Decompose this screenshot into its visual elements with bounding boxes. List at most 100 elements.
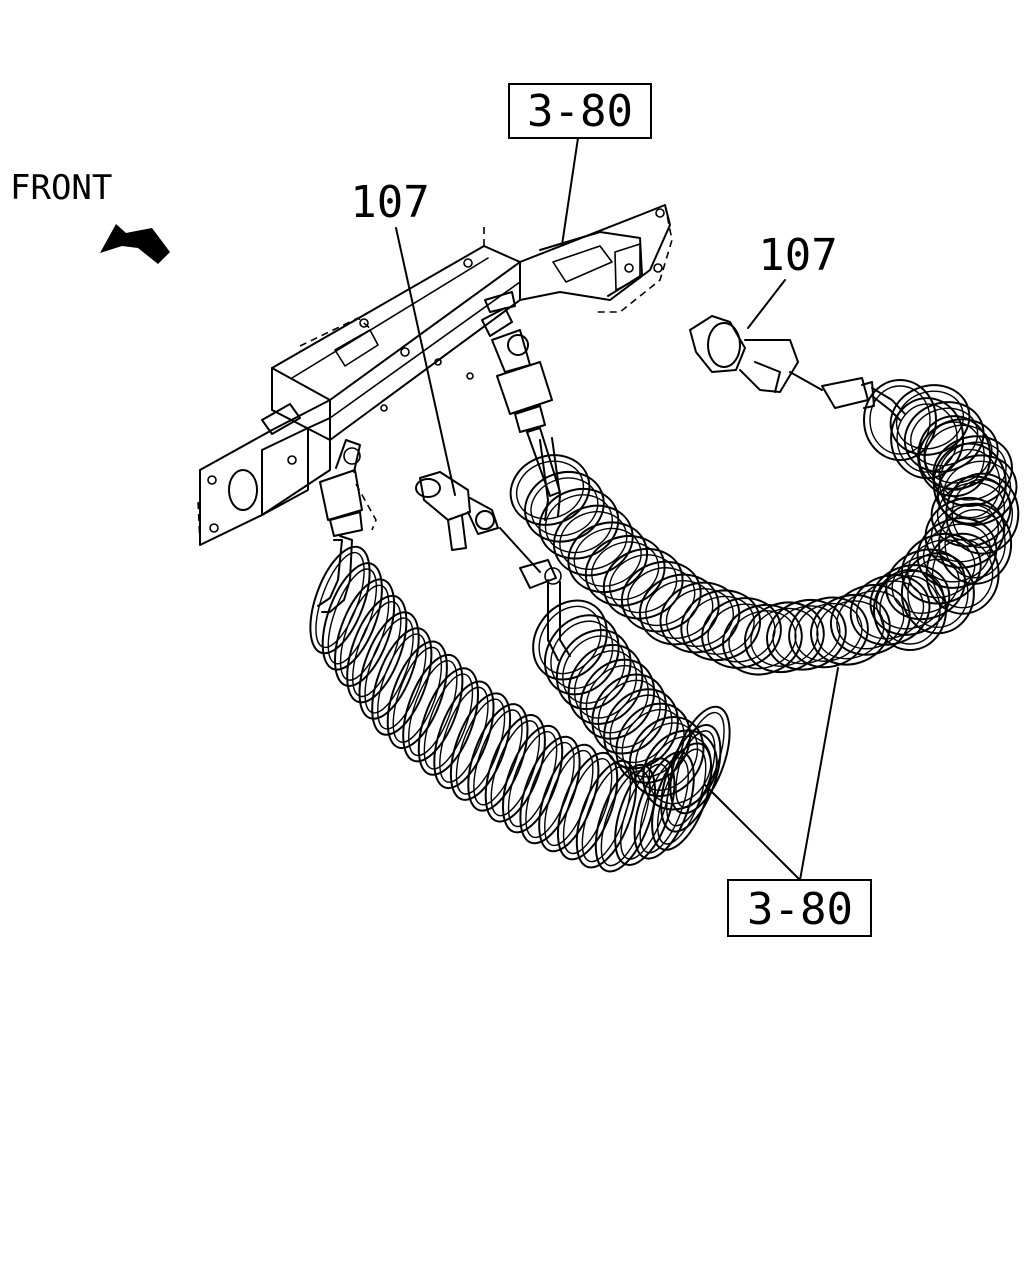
hose-coil-loop — [609, 694, 673, 764]
hose-coil-loop — [907, 558, 969, 628]
hose-coil-loop — [439, 686, 489, 783]
coiled-hose-right — [863, 379, 1020, 651]
hose-coil-loop — [573, 527, 642, 587]
hose-coil-loop — [656, 748, 707, 845]
hose-coil-loop — [600, 770, 651, 867]
hose-coil-loop — [544, 494, 613, 554]
hose-coil-loop — [856, 580, 925, 640]
hose-coil-loop — [423, 673, 474, 770]
hose-coil-loop — [585, 664, 649, 734]
callout-part-right[interactable]: 107 — [758, 230, 837, 281]
hose-coil-loop — [573, 650, 638, 719]
front-arrow-icon — [100, 224, 170, 264]
hose-coil-loop — [392, 646, 443, 743]
hose-coil-loop — [900, 552, 975, 635]
hose-coil-loop — [931, 539, 994, 609]
hose-leads — [539, 437, 571, 661]
gladhand-coupling-left[interactable] — [415, 471, 562, 589]
hose-coil-loop — [557, 751, 619, 861]
hose-coil-loop — [869, 564, 951, 636]
hose-coil-loop — [321, 562, 383, 671]
hose-coil-loop — [490, 720, 541, 817]
hose-coil-loop — [467, 703, 529, 812]
hose-coil-loop — [628, 716, 705, 798]
hose-coil-loop — [924, 424, 993, 484]
hose-coil-loop — [890, 397, 965, 480]
hose-coil-loop — [891, 554, 960, 614]
hose-coil-loop — [603, 688, 679, 770]
hose-coil-loop — [515, 460, 585, 520]
callout-ref-top[interactable]: 3-80 — [508, 83, 652, 139]
hose-coil-loop — [602, 547, 684, 620]
leader-lines — [395, 137, 839, 881]
coiled-hose-left — [309, 545, 731, 873]
hose-coil-loop — [358, 611, 420, 720]
hose-coil-loop — [309, 545, 371, 655]
coiled-hose-middle — [532, 599, 718, 811]
hose-coil-loop — [584, 535, 666, 607]
hose-coil-loop — [944, 509, 1006, 579]
hose-coil-loop — [829, 584, 911, 656]
hose-coil-loop — [386, 640, 448, 750]
hose-coil-loop — [455, 698, 506, 795]
callout-ref-bottom-text: 3-80 — [747, 884, 853, 935]
hose-coil-loop — [642, 729, 718, 811]
hose-coil-loop — [519, 735, 581, 845]
hose-coil-loop — [609, 554, 678, 614]
hose-coil-loop — [538, 487, 620, 560]
hose-coil-loop — [728, 610, 797, 670]
hose-coil-loop — [863, 379, 937, 461]
hose-coil-loop — [334, 578, 396, 687]
hose-coil-loop — [530, 477, 599, 537]
hose-coil-loop — [945, 472, 1020, 555]
hose-coil-loop — [836, 590, 905, 650]
hose-coil-loop — [538, 743, 600, 853]
hose-coil-loop — [615, 702, 692, 784]
hose-coil-loop — [507, 731, 558, 828]
hose-coil-loop — [849, 574, 931, 646]
hose-coil-loop — [408, 660, 458, 757]
hose-coil-loop — [591, 541, 660, 601]
hose-coil-loop — [377, 633, 427, 730]
bracket-frame — [197, 204, 673, 546]
hose-coil-loop — [371, 627, 433, 736]
hose-coil-loop — [473, 709, 523, 806]
hose-coil-loop — [433, 680, 495, 790]
hose-coil-loop — [917, 415, 992, 498]
hose-coil-loop — [788, 596, 869, 669]
hose-coil-loop — [544, 749, 594, 847]
hose-coil-loop — [794, 602, 863, 662]
front-label: FRONT — [10, 168, 112, 208]
hose-coil-loop — [524, 471, 605, 543]
hose-coil-loop — [402, 653, 464, 763]
hose-coil-loop — [449, 692, 512, 801]
hose-coil-loop — [346, 594, 408, 704]
hose-coil-loop — [750, 607, 819, 667]
hose-coil-loop — [701, 597, 782, 669]
hose-coil-loop — [635, 722, 699, 791]
hose-coil-loop — [550, 620, 614, 690]
hose-coil-loop — [810, 594, 891, 666]
hose-coil-loop — [559, 511, 628, 570]
callout-ref-top-text: 3-80 — [527, 86, 633, 137]
callout-part-left[interactable]: 107 — [350, 177, 429, 228]
hose-coil-loop — [648, 735, 712, 805]
hose-coil-loop — [889, 384, 971, 456]
hose-coil-loop — [525, 741, 575, 839]
hose-coil-loop — [669, 705, 731, 815]
hose-coil-loop — [873, 569, 947, 651]
hose-coil-loop — [939, 448, 1001, 519]
callout-ref-bottom[interactable]: 3-80 — [727, 879, 872, 937]
hose-coil-loop — [567, 521, 649, 594]
hose-coil-loop — [885, 548, 966, 621]
hose-coil-loop — [562, 635, 626, 704]
coiled-hose-front — [509, 384, 1018, 676]
hose-coil-loop — [621, 708, 685, 778]
hose-coil-loop — [502, 724, 564, 834]
hose-coil-loop — [772, 605, 841, 665]
hose-coil-loop — [538, 605, 602, 675]
coupling-fitting-front — [481, 291, 561, 497]
hose-coil-loop — [875, 570, 944, 630]
hose-coil-loop — [744, 601, 825, 674]
